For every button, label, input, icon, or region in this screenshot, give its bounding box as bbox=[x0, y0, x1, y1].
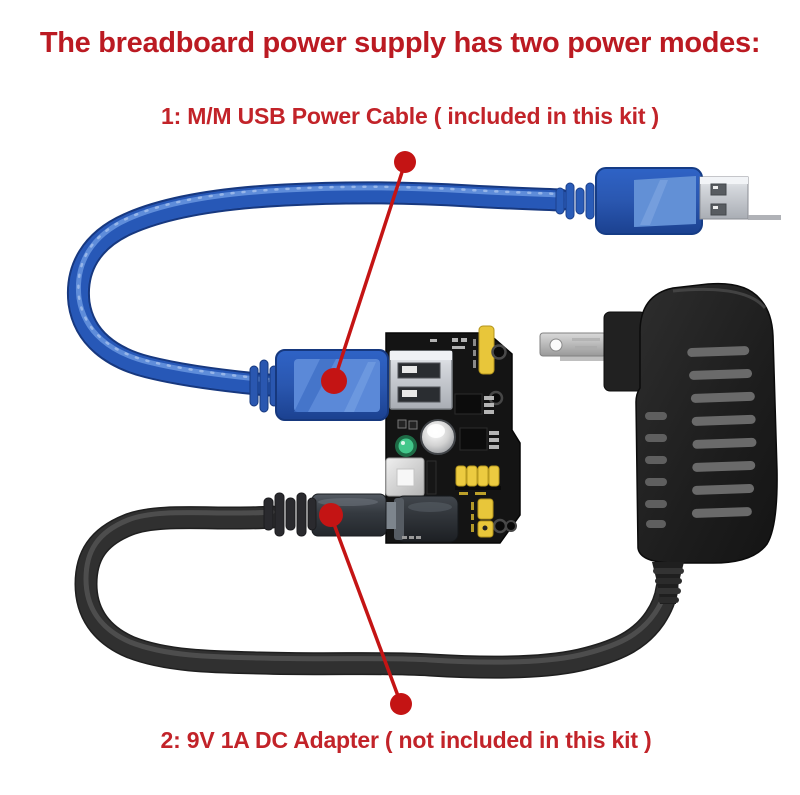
silkscreen-marks bbox=[430, 338, 467, 349]
dc-cable-outline bbox=[86, 517, 667, 667]
callout-leaders bbox=[319, 151, 416, 715]
usb-plug-right-strain-relief bbox=[555, 182, 595, 220]
plug-prong bbox=[539, 332, 610, 361]
usb-callout-dot-plug bbox=[321, 368, 347, 394]
silkscreen-vertical bbox=[473, 339, 476, 368]
power-button bbox=[385, 457, 425, 497]
voltage-regulators bbox=[454, 393, 499, 451]
dc-plug-strain-relief bbox=[263, 492, 317, 537]
vent-slots-left bbox=[645, 412, 667, 528]
usb-plug-right bbox=[555, 167, 781, 235]
usb-leader-line bbox=[332, 162, 407, 382]
jumper-bottom-right bbox=[471, 498, 494, 538]
jumper-block bbox=[455, 465, 501, 495]
pcb-pads bbox=[397, 419, 418, 430]
page-title: The breadboard power supply has two powe… bbox=[39, 27, 761, 59]
dc-adapter-label: 2: 9V 1A DC Adapter ( not included in th… bbox=[160, 727, 652, 753]
usb-metal-tongue bbox=[699, 176, 781, 220]
mounting-holes bbox=[488, 344, 517, 534]
usb-cable-label: 1: M/M USB Power Cable ( included in thi… bbox=[161, 103, 659, 129]
usb-callout-dot-top bbox=[394, 151, 416, 173]
usb-plug-left bbox=[249, 349, 389, 421]
dc-callout-dot-bottom bbox=[390, 693, 412, 715]
capacitor bbox=[420, 419, 456, 455]
dc-leader-line bbox=[329, 515, 403, 705]
dc-adapter bbox=[539, 282, 778, 604]
adapter-strain-relief bbox=[652, 562, 684, 604]
resistor bbox=[426, 460, 437, 495]
usb-plug-strain-relief bbox=[249, 359, 279, 413]
dc-cable-body bbox=[86, 517, 667, 667]
silkscreen-bottom bbox=[402, 536, 421, 539]
usb-port bbox=[389, 350, 453, 410]
power-led bbox=[395, 435, 417, 457]
vent-slots-right bbox=[687, 346, 757, 518]
dc-callout-dot-plug bbox=[319, 503, 343, 527]
breadboard-power-module bbox=[385, 325, 521, 544]
dc-jack bbox=[394, 495, 459, 543]
